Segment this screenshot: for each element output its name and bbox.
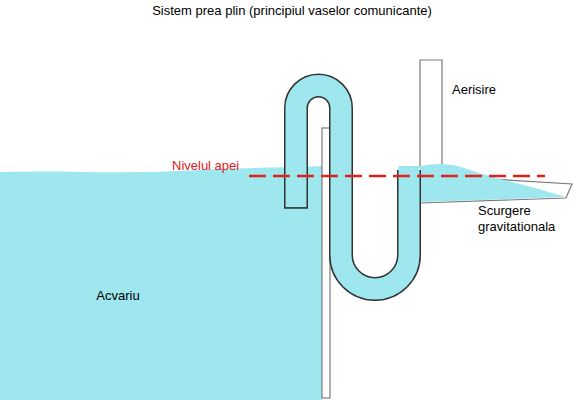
water-level-label: Nivelul apei [172, 158, 239, 174]
aquarium-region: Acvariu [0, 180, 322, 400]
aquarium-water [0, 166, 322, 400]
siphon-pipe-outline [296, 86, 409, 290]
region-label: Acvariu [96, 288, 139, 304]
diagram-title: Sistem prea plin (principiul vaselor com… [152, 3, 432, 19]
siphon-pipe-water [296, 86, 409, 290]
drain-water [420, 164, 566, 202]
drain-label: Scurgere gravitationala [478, 203, 578, 236]
pipe-mouth [284, 207, 308, 209]
water-level-line [249, 175, 545, 178]
vent-label: Aerisire [452, 82, 496, 98]
aquarium-wall [322, 128, 330, 398]
vent-drain-pipe [420, 60, 572, 203]
